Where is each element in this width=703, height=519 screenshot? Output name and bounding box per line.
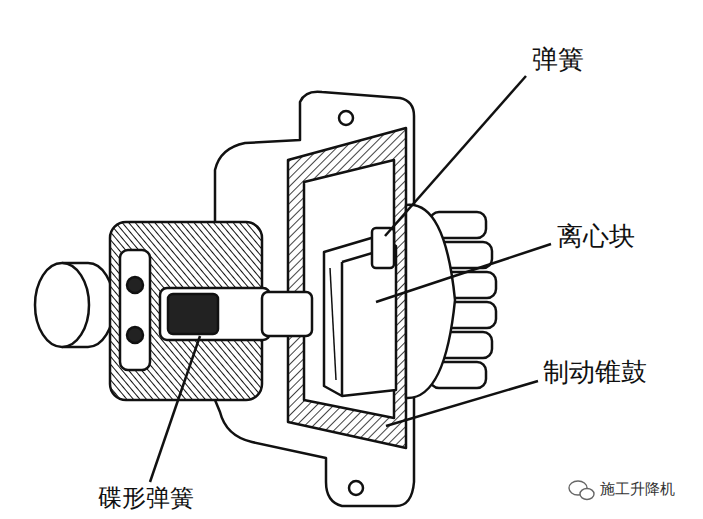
part-label: 制动锥鼓 [541,357,649,388]
part-label: 碟形弹簧 [96,484,196,513]
part-label: 弹簧 [530,44,586,75]
leader-line [386,381,538,426]
bolt-hole [349,481,363,495]
gear [406,205,496,398]
wechat-icon [569,481,594,500]
brake-drum [288,128,406,448]
shaft-end [262,292,312,336]
leader-line [150,336,200,482]
nut [120,250,150,370]
leader-line [385,76,526,236]
shaft [160,288,270,340]
watermark: 施工升降机 [598,480,677,498]
end-cap-face [35,263,89,347]
part-label: 离心块 [555,221,637,252]
bolt-hole [339,111,353,125]
spring [372,228,394,268]
leader-line [376,244,551,302]
